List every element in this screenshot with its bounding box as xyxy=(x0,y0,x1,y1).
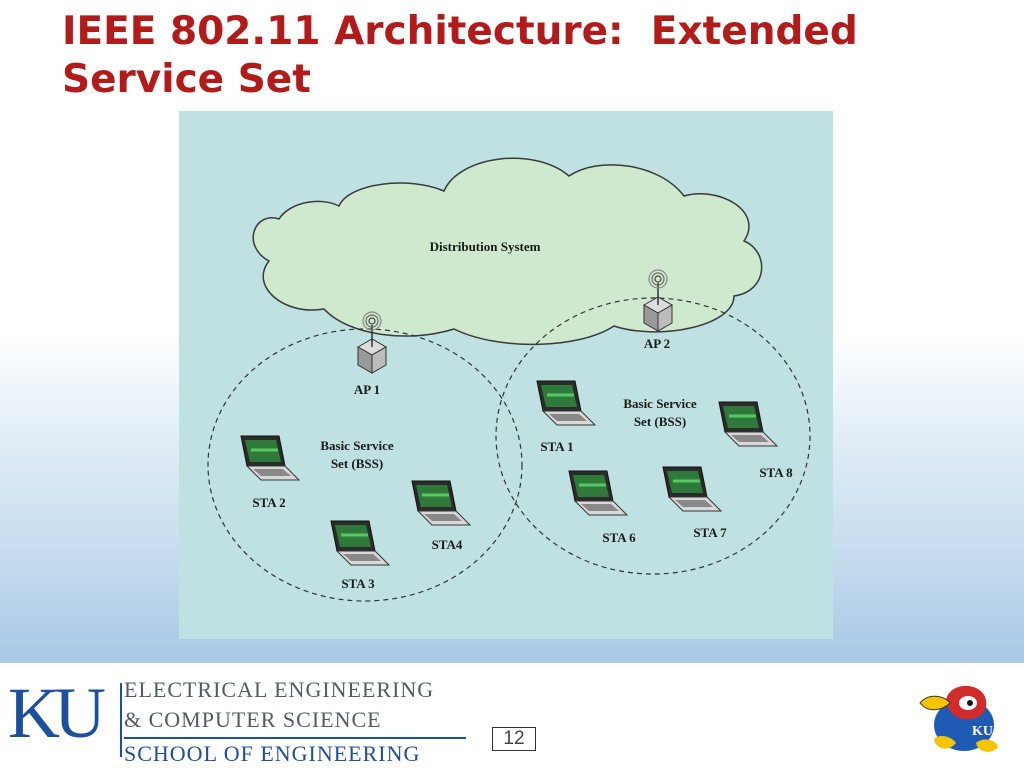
ap1-label: AP 1 xyxy=(354,382,380,397)
sta7-laptop-icon xyxy=(661,465,723,513)
sta6-laptop-icon xyxy=(567,469,629,517)
bss-left-label-line2: Set (BSS) xyxy=(331,456,383,471)
sta3-label: STA 3 xyxy=(341,576,375,591)
ess-diagram: Distribution System AP 1 AP 2 Basic Serv… xyxy=(179,111,833,639)
sta2-label: STA 2 xyxy=(252,495,285,510)
bss-left-boundary xyxy=(207,328,523,602)
distribution-system-cloud xyxy=(252,157,763,346)
sta4-laptop-icon xyxy=(410,479,472,527)
footer-bar: KU ELECTRICAL ENGINEERING & COMPUTER SCI… xyxy=(0,663,1024,768)
sta3-laptop-icon xyxy=(329,519,391,567)
sta2-laptop-icon xyxy=(239,434,301,482)
slide-title-line-2: Service Set xyxy=(62,57,311,102)
page-number: 12 xyxy=(492,727,536,751)
dept-line-1: ELECTRICAL ENGINEERING xyxy=(124,677,435,702)
ess-diagram-svg: Distribution System AP 1 AP 2 Basic Serv… xyxy=(207,157,811,602)
sta1-laptop-icon xyxy=(535,379,597,427)
ap2-label: AP 2 xyxy=(644,336,670,351)
sta4-label: STA4 xyxy=(432,537,463,552)
logo-divider-horizontal xyxy=(124,737,466,739)
bss-right-label-line1: Basic Service xyxy=(623,396,697,411)
svg-text:KU: KU xyxy=(972,724,993,739)
sta6-label: STA 6 xyxy=(602,530,636,545)
sta1-label: STA 1 xyxy=(540,439,573,454)
sta8-label: STA 8 xyxy=(759,465,793,480)
ku-logo: KU xyxy=(8,673,106,753)
school-name: SCHOOL OF ENGINEERING xyxy=(124,741,421,766)
sta8-laptop-icon xyxy=(717,400,779,448)
slide-title-line-1: IEEE 802.11 Architecture: Extended xyxy=(62,9,858,54)
bss-left-label-line1: Basic Service xyxy=(320,438,394,453)
sta7-label: STA 7 xyxy=(693,525,727,540)
slide-title: IEEE 802.11 Architecture: Extended Servi… xyxy=(62,8,962,104)
dept-line-2: & COMPUTER SCIENCE xyxy=(124,707,382,732)
logo-divider-vertical xyxy=(120,683,122,757)
bss-right-label-line2: Set (BSS) xyxy=(634,414,686,429)
bss-right-boundary xyxy=(495,297,811,575)
jayhawk-mascot-icon: KU xyxy=(919,685,998,752)
distribution-system-label: Distribution System xyxy=(430,239,541,254)
